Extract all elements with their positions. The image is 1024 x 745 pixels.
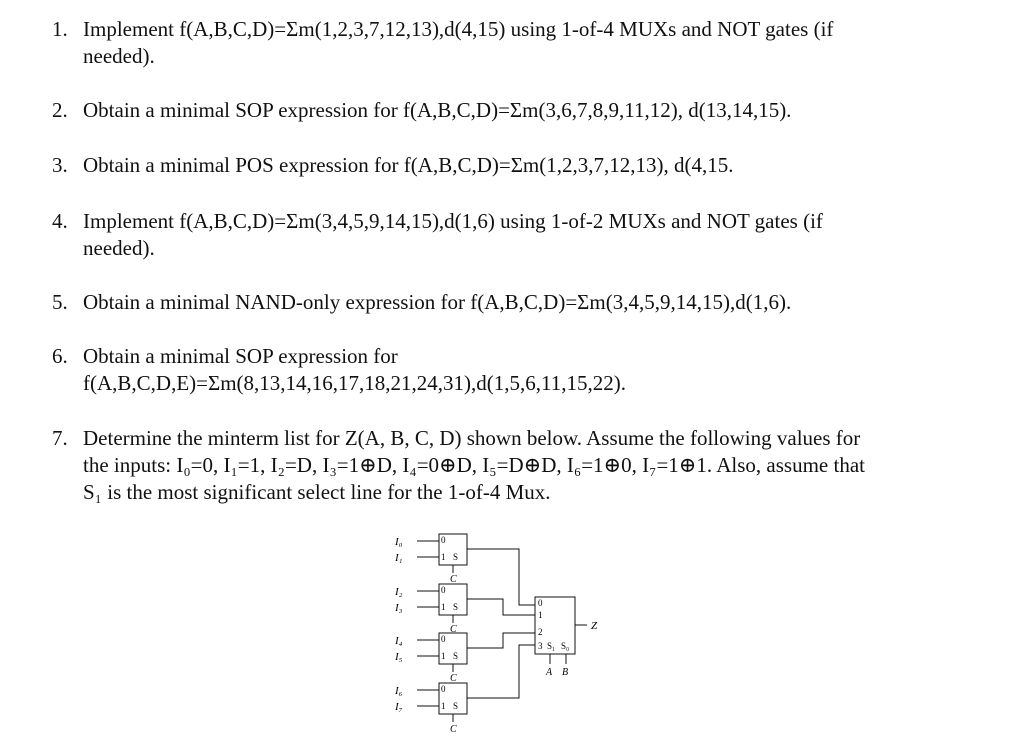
question-text: Determine the minterm list for Z(A, B, C… — [83, 426, 861, 450]
question-text-cont: needed). — [83, 44, 155, 68]
mux-ctrl-label: C — [450, 724, 457, 735]
mux4: 0 1 2 3 S₁ S₀ A B Z — [534, 596, 598, 678]
input-label-i6: I₆ — [395, 685, 403, 697]
mux-pin-sel: S — [453, 701, 458, 711]
mux2-4: I₆ I₇ 0 1 S C — [394, 682, 468, 735]
mux-pin-in0: 0 — [441, 684, 446, 694]
question-number: 2. — [52, 98, 68, 122]
question-text-cont: the inputs: I₀=0, I₁=1, I₂=D, I₃=1⊕D, I₄… — [83, 453, 865, 477]
mux4-pin-in3: 3 — [538, 641, 543, 651]
question-text: Obtain a minimal SOP expression for f(A,… — [83, 98, 792, 122]
question-number: 7. — [52, 426, 68, 450]
mux-pin-in1: 1 — [441, 602, 446, 612]
input-label-i5: I₅ — [395, 651, 403, 663]
mux4-pin-s0: S₀ — [561, 641, 569, 651]
mux-pin-sel: S — [453, 552, 458, 562]
question-7: 7. Determine the minterm list for Z(A, B… — [52, 425, 1013, 506]
mux4-pin-in0: 0 — [538, 598, 543, 608]
mux-pin-in1: 1 — [441, 651, 446, 661]
input-label-i2: I₂ — [395, 586, 403, 598]
question-text-cont: needed). — [83, 236, 155, 260]
mux-ctrl-label: C — [450, 624, 457, 635]
question-text: Obtain a minimal POS expression for f(A,… — [83, 153, 734, 177]
circuit-svg: I₀ I₁ 0 1 S C I₂ I₃ 0 1 S C I₄ I₅ 0 — [394, 533, 598, 735]
input-label-i4: I₄ — [395, 635, 403, 647]
mux-pin-in0: 0 — [441, 634, 446, 644]
question-number: 4. — [52, 209, 68, 233]
mux-ctrl-label: C — [450, 574, 457, 585]
mux-pin-in1: 1 — [441, 701, 446, 711]
question-text-cont: S₁ is the most significant select line f… — [83, 480, 551, 504]
mux-pin-sel: S — [453, 651, 458, 661]
mux4-pin-in1: 1 — [538, 610, 543, 620]
output-label-z: Z — [591, 620, 598, 632]
input-label-i3: I₃ — [395, 602, 403, 614]
mux2-2: I₂ I₃ 0 1 S C — [394, 583, 468, 635]
question-number: 5. — [52, 290, 68, 314]
mux-circuit-diagram: I₀ I₁ 0 1 S C I₂ I₃ 0 1 S C I₄ I₅ 0 — [394, 527, 615, 740]
question-1: 1. Implement f(A,B,C,D)=Σm(1,2,3,7,12,13… — [52, 16, 983, 70]
mux-pin-in1: 1 — [441, 552, 446, 562]
input-label-i7: I₇ — [395, 701, 403, 713]
mux-wiring — [467, 548, 535, 699]
question-5: 5. Obtain a minimal NAND-only expression… — [52, 289, 983, 316]
question-4: 4. Implement f(A,B,C,D)=Σm(3,4,5,9,14,15… — [52, 208, 983, 262]
question-2: 2. Obtain a minimal SOP expression for f… — [52, 97, 983, 124]
mux4-pin-in2: 2 — [538, 627, 543, 637]
question-text: Obtain a minimal SOP expression for — [83, 344, 398, 368]
question-number: 6. — [52, 344, 68, 368]
select-label-a: A — [545, 667, 553, 678]
question-text: Implement f(A,B,C,D)=Σm(3,4,5,9,14,15),d… — [83, 209, 823, 233]
input-label-i0: I₀ — [395, 536, 403, 548]
mux-ctrl-label: C — [450, 673, 457, 684]
question-6: 6. Obtain a minimal SOP expression for f… — [52, 343, 983, 397]
question-number: 1. — [52, 17, 68, 41]
input-label-i1: I₁ — [395, 552, 403, 564]
question-number: 3. — [52, 153, 68, 177]
question-text-cont: f(A,B,C,D,E)=Σm(8,13,14,16,17,18,21,24,3… — [83, 371, 626, 395]
mux-pin-in0: 0 — [441, 535, 446, 545]
mux2-1: I₀ I₁ 0 1 S C — [394, 533, 468, 585]
mux-pin-in0: 0 — [441, 585, 446, 595]
select-label-b: B — [562, 667, 568, 678]
mux-pin-sel: S — [453, 602, 458, 612]
question-3: 3. Obtain a minimal POS expression for f… — [52, 152, 983, 179]
mux4-pin-s1: S₁ — [547, 641, 555, 651]
question-text: Implement f(A,B,C,D)=Σm(1,2,3,7,12,13),d… — [83, 17, 834, 41]
question-text: Obtain a minimal NAND-only expression fo… — [83, 290, 792, 314]
mux2-3: I₄ I₅ 0 1 S C — [394, 632, 468, 684]
